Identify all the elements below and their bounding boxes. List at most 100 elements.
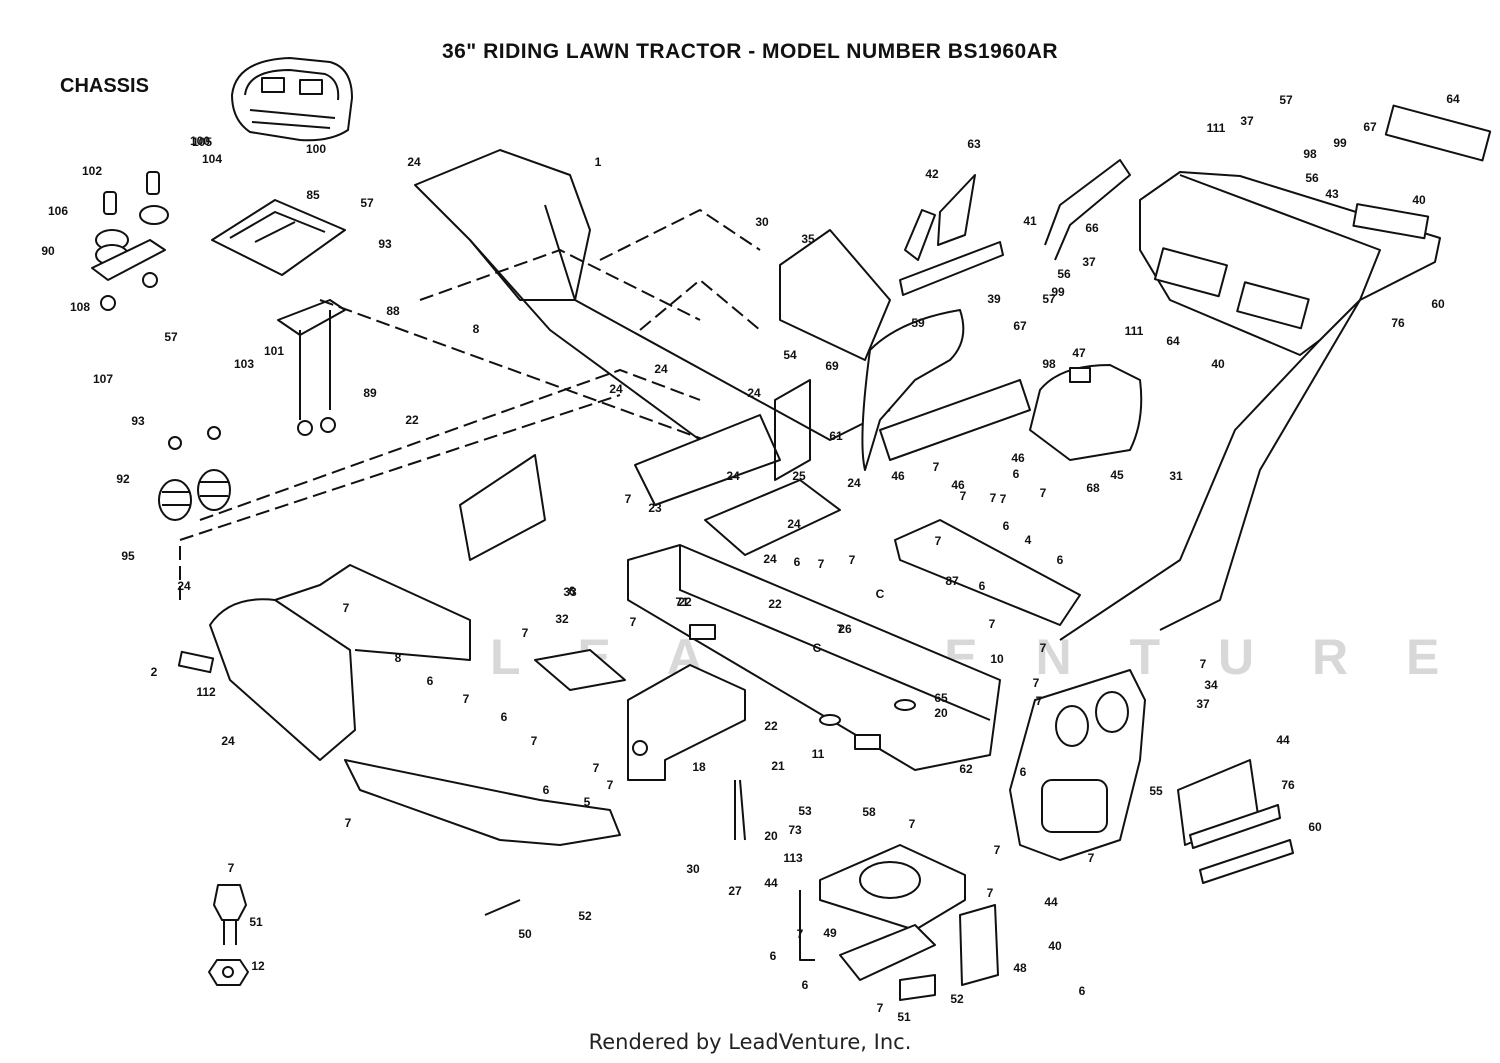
callout-C: C [876, 587, 885, 601]
callout-24: 24 [747, 386, 761, 400]
callout-87: 87 [945, 574, 959, 588]
callout-6: 6 [1079, 984, 1086, 998]
lift-handle-part [1044, 159, 1131, 261]
footer-credit: Rendered by LeadVenture, Inc. [588, 1030, 912, 1054]
callout-8: 8 [473, 322, 480, 336]
callout-1: 1 [595, 155, 602, 169]
callout-66: 66 [1085, 221, 1099, 235]
callout-6: 6 [770, 949, 777, 963]
bolt-87-part [208, 884, 249, 986]
callout-20: 20 [934, 706, 948, 720]
callout-31: 31 [1169, 469, 1183, 483]
callout-6: 6 [802, 978, 809, 992]
callout-93: 93 [131, 414, 145, 428]
callout-7: 7 [989, 617, 996, 631]
callout-7: 7 [1040, 641, 1047, 655]
callout-107: 107 [93, 372, 113, 386]
callout-111: 111 [1207, 121, 1226, 135]
callout-46: 46 [891, 469, 905, 483]
callout-52: 52 [950, 992, 964, 1006]
callout-7: 7 [987, 886, 994, 900]
callout-4: 4 [1025, 533, 1032, 547]
dash-panel-part [861, 309, 1031, 471]
callout-90: 90 [41, 244, 55, 258]
callout-51: 51 [897, 1010, 911, 1024]
callout-32: 32 [555, 612, 569, 626]
callout-64: 64 [1446, 92, 1460, 106]
callout-7: 7 [228, 861, 235, 875]
callout-20: 20 [764, 829, 778, 843]
callout-7: 7 [994, 843, 1001, 857]
callout-6: 6 [543, 783, 550, 797]
seat-bracket-part [277, 299, 346, 436]
callout-30: 30 [686, 862, 700, 876]
callout-113: 113 [783, 851, 803, 865]
callout-46: 46 [951, 478, 965, 492]
callout-30: 30 [755, 215, 769, 229]
callout-108: 108 [70, 300, 90, 314]
callout-54: 54 [783, 348, 797, 362]
callout-44: 44 [764, 876, 778, 890]
callout-52: 52 [578, 909, 592, 923]
callout-7: 7 [935, 534, 942, 548]
callout-7: 7 [531, 734, 538, 748]
decal-73 [1189, 804, 1281, 849]
callout-23: 23 [648, 501, 662, 515]
callout-21: 21 [771, 759, 785, 773]
callout-40: 40 [1412, 193, 1426, 207]
callout-58: 58 [862, 805, 876, 819]
callout-7: 7 [1088, 851, 1095, 865]
callout-57: 57 [1042, 292, 1056, 306]
callout-24: 24 [787, 517, 801, 531]
callout-37: 37 [1082, 255, 1096, 269]
callout-27: 27 [728, 884, 742, 898]
callout-100: 100 [306, 142, 326, 156]
callout-22: 22 [768, 597, 782, 611]
section-label-chassis: CHASSIS [60, 75, 149, 97]
bracket-54-part [774, 379, 811, 481]
callout-7: 7 [933, 460, 940, 474]
callout-62: 62 [959, 762, 973, 776]
callout-6: 6 [794, 555, 801, 569]
plate-25-part [704, 479, 841, 556]
decal-64 [1384, 104, 1492, 162]
callout-98: 98 [1303, 147, 1317, 161]
callout-67: 67 [1363, 120, 1377, 134]
callout-7: 7 [960, 489, 967, 503]
callout-44: 44 [1044, 895, 1058, 909]
callout-33: 33 [563, 585, 577, 599]
callout-7: 7 [345, 816, 352, 830]
callout-6: 6 [1003, 519, 1010, 533]
callout-51: 51 [249, 915, 263, 929]
callout-112: 112 [196, 685, 216, 699]
callout-100: 100 [190, 134, 210, 148]
callout-93: 93 [378, 237, 392, 251]
callout-7: 7 [1036, 694, 1043, 708]
callout-68: 68 [1086, 481, 1100, 495]
callout-102: 102 [82, 164, 102, 178]
callout-6: 6 [501, 710, 508, 724]
callout-C: C [813, 641, 822, 655]
callout-99: 99 [1051, 285, 1065, 299]
callout-6: 6 [1020, 765, 1027, 779]
callout-2: 2 [151, 665, 158, 679]
callout-7: 7 [593, 761, 600, 775]
callout-26: 26 [838, 622, 852, 636]
callout-35: 35 [801, 232, 815, 246]
callout-24: 24 [177, 579, 191, 593]
callout-10: 10 [990, 652, 1004, 666]
callout-46: 46 [1011, 451, 1025, 465]
callout-92: 92 [116, 472, 130, 486]
callout-63: 63 [967, 137, 981, 151]
decal-113 [1199, 839, 1294, 884]
callout-6: 6 [569, 584, 576, 598]
callout-57: 57 [164, 330, 178, 344]
callout-7: 7 [909, 817, 916, 831]
callout-60: 60 [1308, 820, 1322, 834]
callout-76: 76 [1281, 778, 1295, 792]
callout-24: 24 [654, 362, 668, 376]
callout-43: 43 [1325, 187, 1339, 201]
diagram-title: 36" RIDING LAWN TRACTOR - MODEL NUMBER B… [441, 40, 1059, 63]
callout-111: 111 [1125, 324, 1144, 338]
seat-pan-part [211, 199, 346, 276]
